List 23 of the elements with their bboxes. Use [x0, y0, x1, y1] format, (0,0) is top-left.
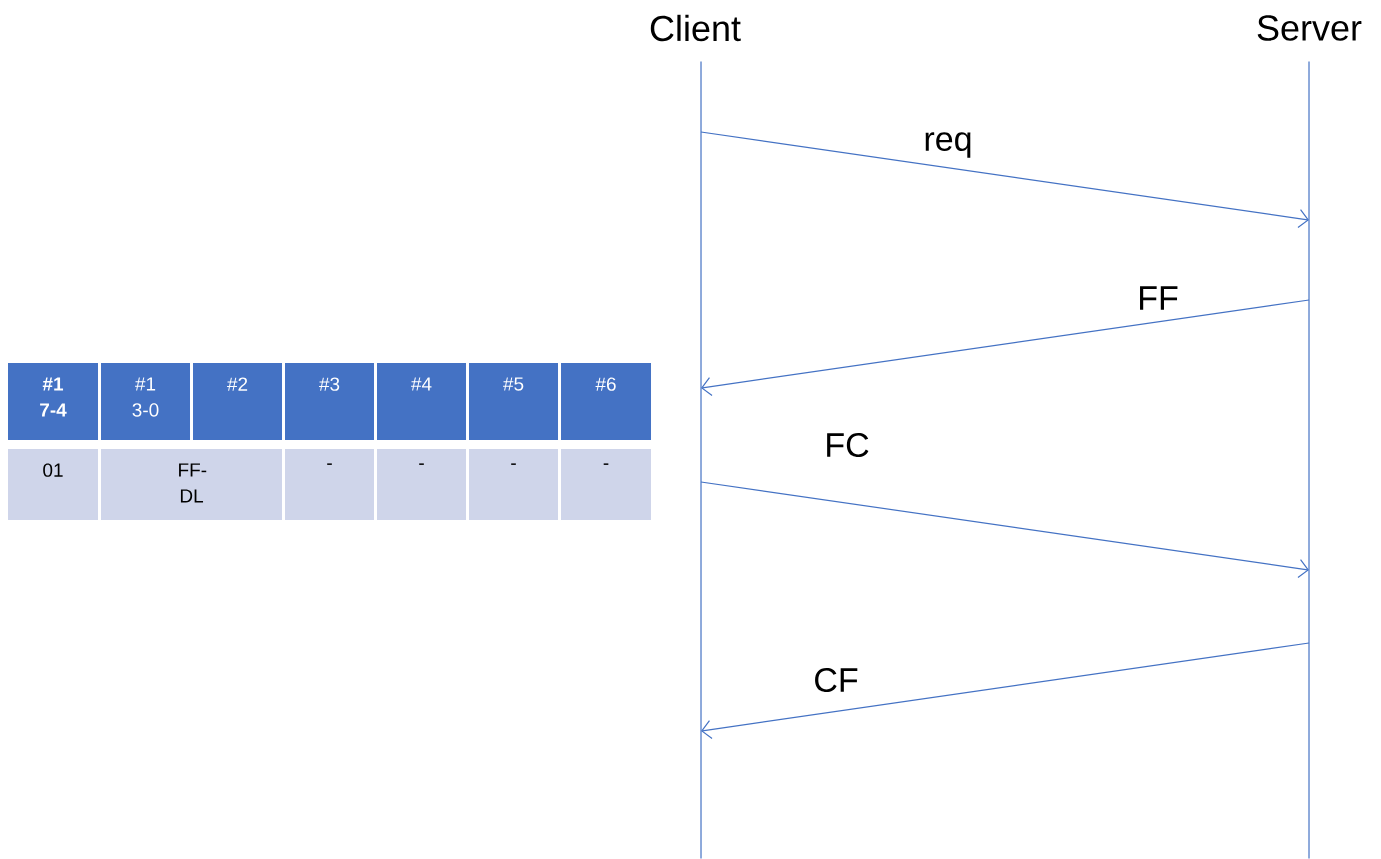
- header-cell: #1 3-0: [101, 363, 190, 440]
- edge-label: req: [921, 130, 975, 160]
- table-cell: -: [469, 449, 558, 520]
- edge-label: CF: [811, 665, 861, 695]
- arrow: [700, 131, 1309, 229]
- table-cell: FF-DL: [101, 449, 282, 520]
- edge-label: FC: [822, 430, 872, 460]
- arrow: [701, 642, 1310, 740]
- header-cell: #1 7-4: [8, 363, 98, 440]
- table-cell: 01: [8, 449, 98, 520]
- table-cell: -: [377, 449, 466, 520]
- table-cell: -: [285, 449, 374, 520]
- participant-label: Client: [650, 14, 741, 42]
- edge-label: FF: [1135, 284, 1181, 312]
- header-cell: #2: [193, 363, 282, 440]
- header-cell: #6: [561, 363, 651, 440]
- header-cell: #3: [285, 363, 374, 440]
- header-cell: #5: [469, 363, 558, 440]
- header-cell: #4: [377, 363, 466, 440]
- table-cell: -: [561, 449, 651, 520]
- participant-label: Server: [1257, 15, 1362, 41]
- arrow: [700, 481, 1309, 579]
- arrow: [701, 299, 1310, 397]
